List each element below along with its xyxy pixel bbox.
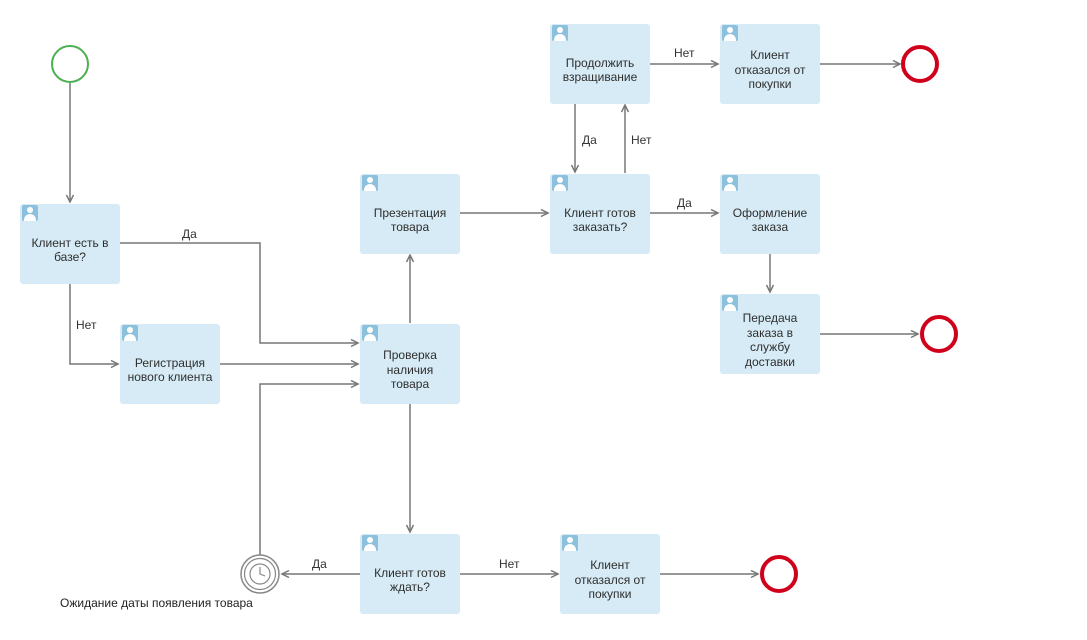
flow-label-db-no: Нет — [76, 318, 97, 332]
user-task-icon — [362, 535, 378, 551]
task-refused-top: Клиент отказался от покупки — [720, 24, 820, 104]
flow-label-nurture-yes: Да — [582, 133, 597, 147]
task-label: Презентация товара — [373, 205, 447, 235]
end-event-bottom — [760, 555, 798, 593]
user-task-icon — [722, 25, 738, 41]
task-label: Продолжить взращивание — [562, 55, 638, 85]
task-label: Регистрация нового клиента — [127, 355, 213, 385]
user-task-icon — [562, 535, 578, 551]
user-task-icon — [22, 205, 38, 221]
user-task-icon — [362, 325, 378, 341]
timer-event — [240, 554, 280, 594]
task-presentation: Презентация товара — [360, 174, 460, 254]
clock-icon — [249, 563, 271, 585]
user-task-icon — [722, 175, 738, 191]
user-task-icon — [552, 175, 568, 191]
user-task-icon — [722, 295, 738, 311]
flow-timer-to-check — [259, 384, 358, 555]
start-event — [51, 45, 89, 83]
task-ready-to-order: Клиент готов заказать? — [550, 174, 650, 254]
task-label: Передача заказа в службу доставки — [742, 311, 798, 369]
flow-db-yes — [120, 242, 358, 343]
task-refused-bottom: Клиент отказался от покупки — [560, 534, 660, 614]
task-label: Клиент отказался от покупки — [734, 48, 806, 92]
task-ready-to-wait: Клиент готов ждать? — [360, 534, 460, 614]
task-label: Клиент отказался от покупки — [574, 558, 646, 602]
flow-label-nurture-no: Нет — [674, 46, 695, 60]
flow-label-ready-yes: Да — [677, 196, 692, 210]
task-continue-nurturing: Продолжить взращивание — [550, 24, 650, 104]
end-event-delivery — [920, 315, 958, 353]
task-order-processing: Оформление заказа — [720, 174, 820, 254]
user-task-icon — [552, 25, 568, 41]
connectors — [70, 64, 918, 574]
user-task-icon — [362, 175, 378, 191]
user-task-icon — [122, 325, 138, 341]
task-label: Проверка наличия товара — [383, 348, 437, 392]
flow-label-wait-yes: Да — [312, 557, 327, 571]
task-check-stock: Проверка наличия товара — [360, 324, 460, 404]
flow-label-wait-no: Нет — [499, 557, 520, 571]
task-client-in-db: Клиент есть в базе? — [20, 204, 120, 284]
flow-db-no — [69, 284, 118, 364]
timer-event-label: Ожидание даты появления товара — [60, 596, 253, 610]
task-label: Клиент готов заказать? — [564, 205, 636, 235]
task-delivery-transfer: Передача заказа в службу доставки — [720, 294, 820, 374]
task-register-client: Регистрация нового клиента — [120, 324, 220, 404]
task-label: Клиент готов ждать? — [374, 565, 446, 595]
flow-label-db-yes: Да — [182, 227, 197, 241]
task-label: Оформление заказа — [732, 205, 808, 235]
flow-label-ready-no: Нет — [631, 133, 652, 147]
end-event-top — [901, 45, 939, 83]
task-label: Клиент есть в базе? — [31, 235, 109, 265]
